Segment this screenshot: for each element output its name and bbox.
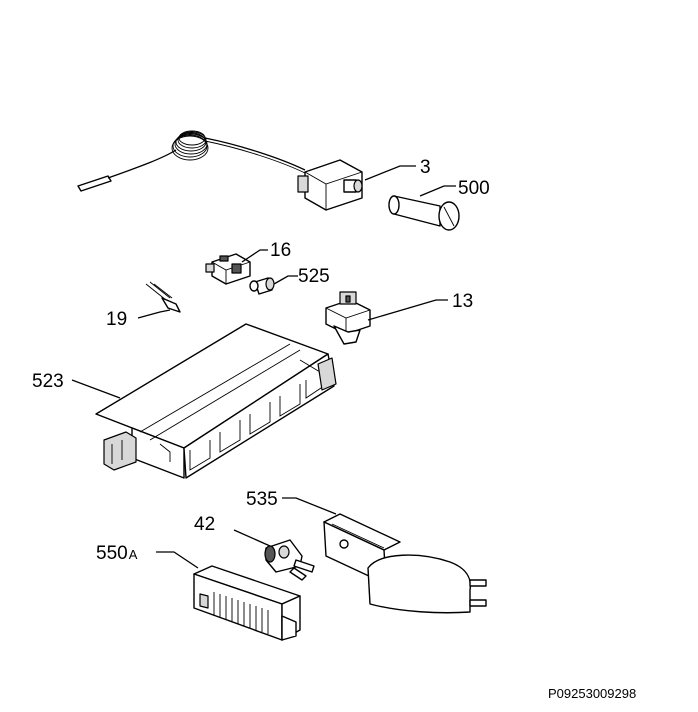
label-523: 523	[32, 371, 64, 392]
part-thermostat[interactable]	[77, 130, 363, 211]
part-vent-grille[interactable]	[193, 565, 301, 641]
label-550a-number: 550	[96, 543, 128, 564]
label-13: 13	[452, 291, 473, 312]
part-lamp-cover[interactable]	[323, 513, 487, 614]
label-500: 500	[458, 178, 490, 199]
label-550a-suffix: A	[129, 547, 138, 562]
part-control-housing[interactable]	[95, 323, 337, 479]
label-19: 19	[106, 309, 127, 330]
label-42: 42	[194, 514, 215, 535]
part-lamp[interactable]	[249, 277, 275, 295]
label-550a: 550A	[96, 543, 138, 564]
part-knob-shaft[interactable]	[388, 195, 460, 231]
part-lamp-holder[interactable]	[264, 539, 315, 581]
label-16: 16	[270, 240, 291, 261]
label-3: 3	[420, 157, 431, 178]
drawing-code: P09253009298	[548, 686, 636, 701]
part-door-switch[interactable]	[325, 291, 371, 345]
part-switch[interactable]	[205, 253, 251, 285]
label-525: 525	[298, 266, 330, 287]
part-wire-connector[interactable]	[145, 281, 181, 313]
label-535: 535	[246, 489, 278, 510]
